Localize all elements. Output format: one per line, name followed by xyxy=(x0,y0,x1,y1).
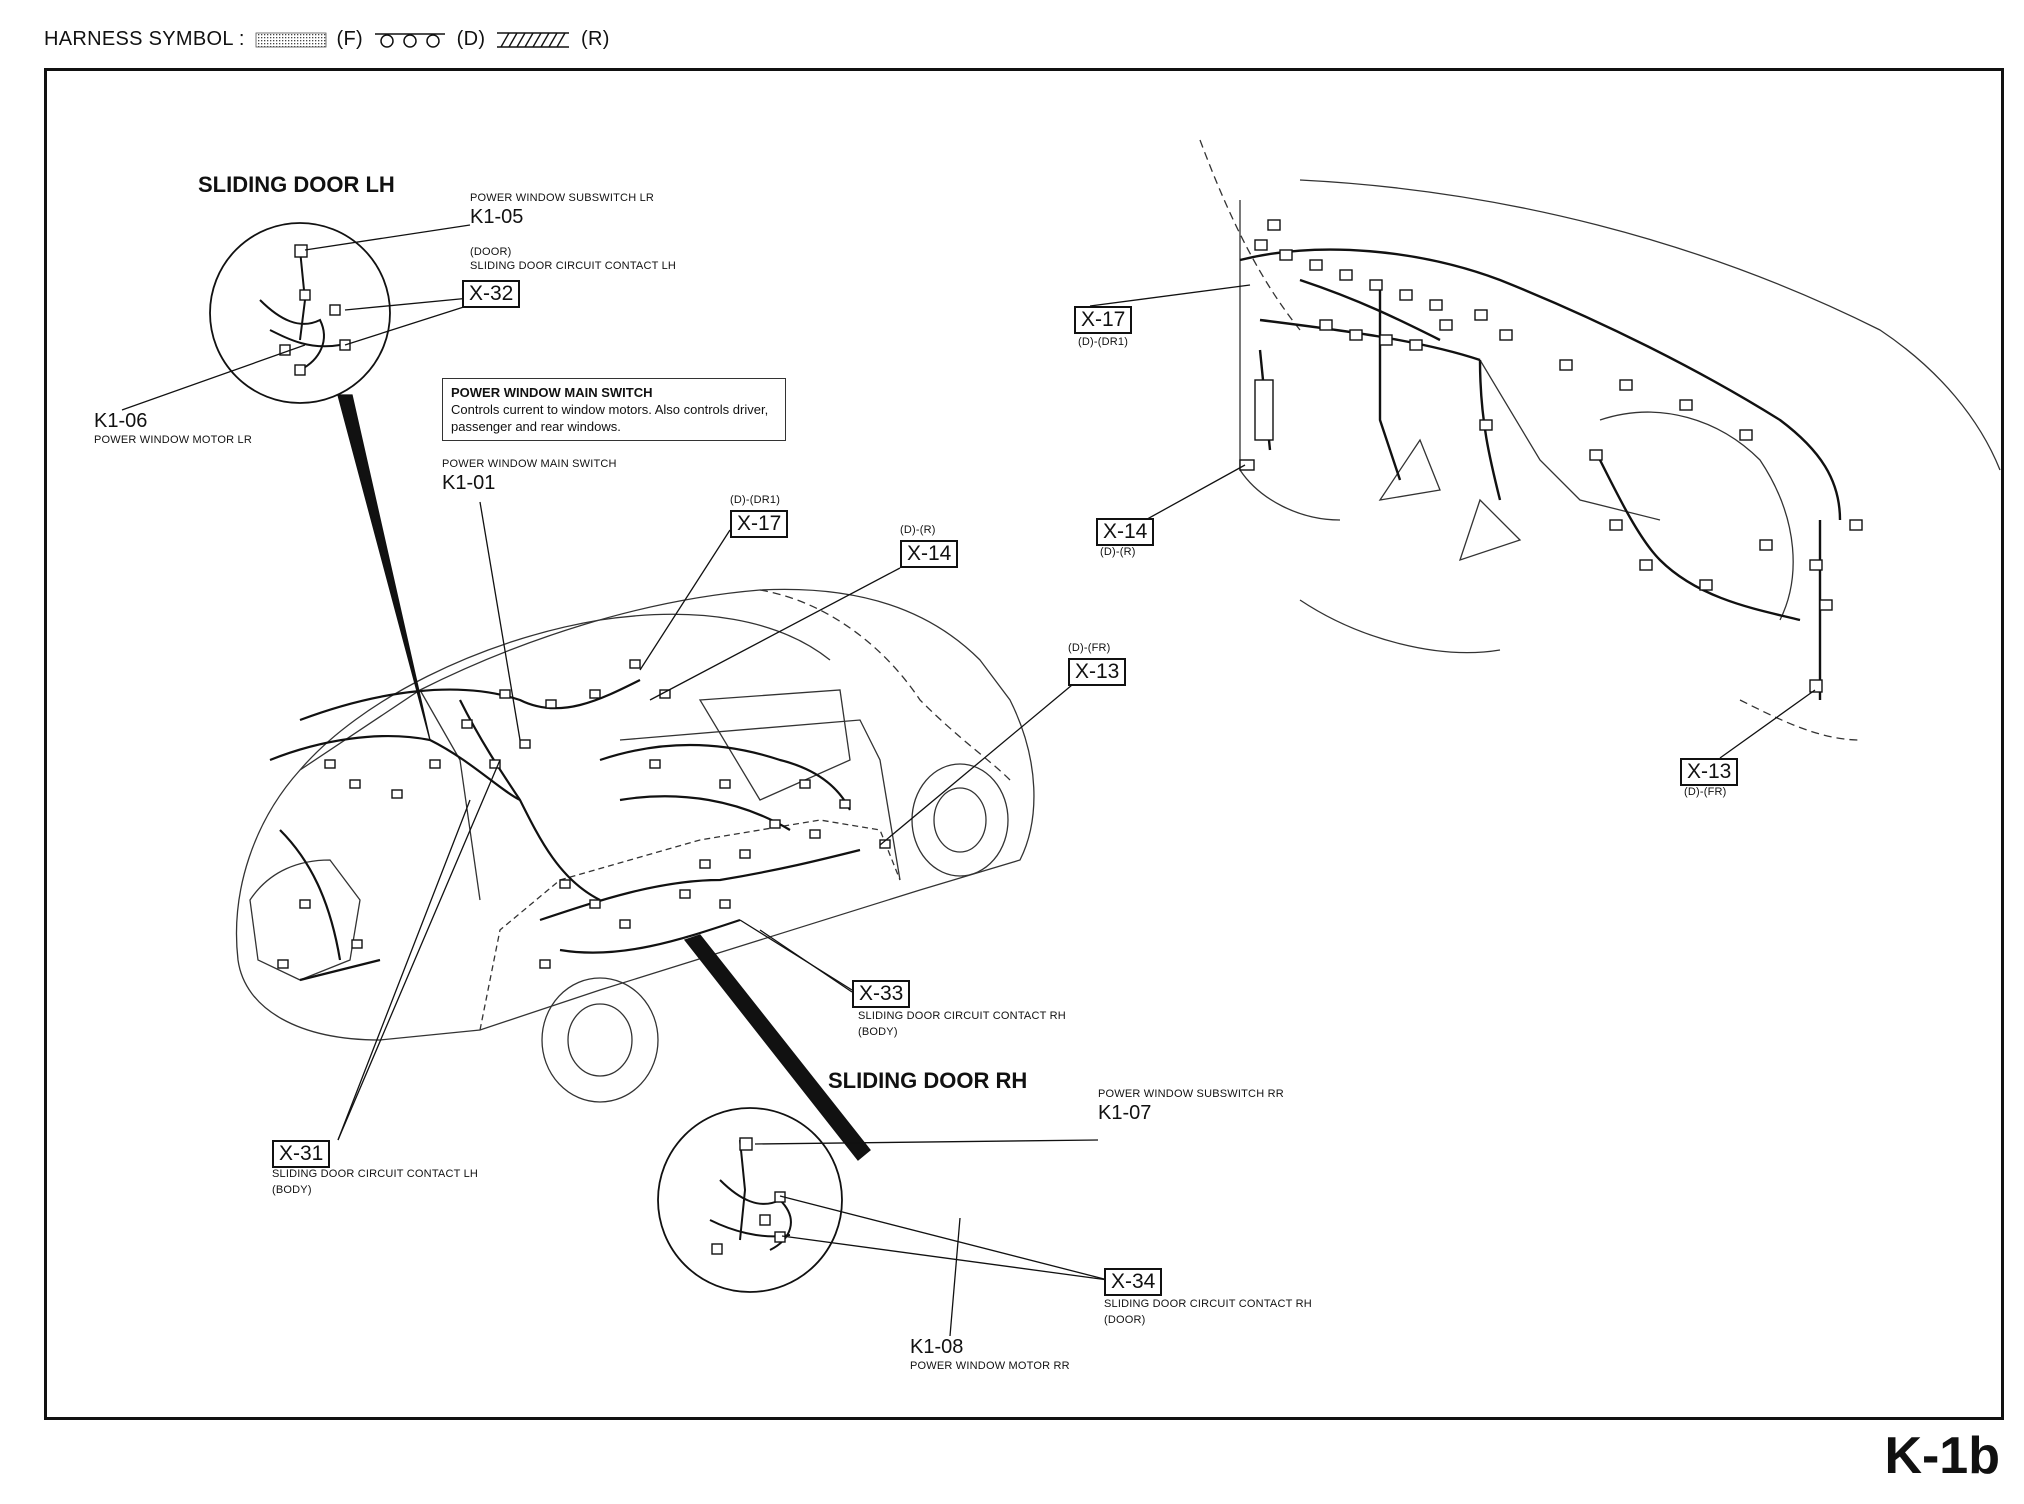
front-harness-symbol-icon xyxy=(255,32,327,48)
main-switch-note-heading: POWER WINDOW MAIN SWITCH xyxy=(451,385,653,400)
dash-x-13-code: X-13 xyxy=(1680,758,1739,786)
legend-d-label: (D) xyxy=(456,28,486,50)
main-switch-note: POWER WINDOW MAIN SWITCH Controls curren… xyxy=(442,378,786,441)
k1-01-code: K1-01 xyxy=(442,472,496,494)
sliding-door-rh-title: SLIDING DOOR RH xyxy=(828,1068,1028,1093)
dash-x-13-subtype: (D)-(FR) xyxy=(1684,786,1727,798)
k1-07-code: K1-07 xyxy=(1098,1102,1152,1124)
vehicle-x-17-subtype: (D)-(DR1) xyxy=(730,494,781,506)
lh-inset-pointer-wedge xyxy=(337,394,431,741)
harness-symbol-legend: HARNESS SYMBOL : (F) (D) (R) xyxy=(44,28,610,51)
vehicle-x-31-code: X-31 xyxy=(272,1140,331,1168)
vehicle-x-33-code: X-33 xyxy=(852,980,911,1008)
x-31-subtype: (BODY) xyxy=(272,1184,312,1196)
legend-f-label: (F) xyxy=(336,28,363,50)
sliding-door-rh-inset xyxy=(657,1107,843,1293)
vehicle-x-13-code: X-13 xyxy=(1068,658,1127,686)
diagram-frame xyxy=(44,68,2004,1420)
x-34-description: SLIDING DOOR CIRCUIT CONTACT RH xyxy=(1104,1298,1312,1310)
sliding-door-lh-connectors xyxy=(279,244,351,376)
k1-06-description: POWER WINDOW MOTOR LR xyxy=(94,434,252,446)
k1-01-description: POWER WINDOW MAIN SWITCH xyxy=(442,458,617,470)
leader-lines xyxy=(121,224,1816,1337)
vehicle-x-13-subtype: (D)-(FR) xyxy=(1068,642,1111,654)
k1-05-code: K1-05 xyxy=(470,206,524,228)
x-34-subtype: (DOOR) xyxy=(1104,1314,1146,1326)
dash-x-17-subtype: (D)-(DR1) xyxy=(1078,336,1129,348)
k1-07-description: POWER WINDOW SUBSWITCH RR xyxy=(1098,1088,1284,1100)
dashboard-harness xyxy=(1239,248,1842,700)
legend-prefix: HARNESS SYMBOL : xyxy=(44,28,245,50)
vehicle-x-17-code: X-17 xyxy=(730,510,789,538)
k1-06-code: K1-06 xyxy=(94,410,148,432)
vehicle-x-14-code: X-14 xyxy=(900,540,959,568)
rh-inset-pointer-wedge xyxy=(683,934,871,1161)
vehicle-harness xyxy=(269,679,861,982)
x-31-description: SLIDING DOOR CIRCUIT CONTACT LH xyxy=(272,1168,479,1180)
main-switch-note-body: Controls current to window motors. Also … xyxy=(451,402,769,434)
sliding-door-lh-inset xyxy=(209,222,391,404)
dash-harness-symbol-icon xyxy=(374,32,445,48)
dashboard-connectors xyxy=(1239,219,1863,693)
x-32-subtype: (DOOR) xyxy=(470,246,512,258)
x-33-subtype: (BODY) xyxy=(858,1026,898,1038)
dash-x-17-code: X-17 xyxy=(1074,306,1133,334)
rear-harness-symbol-icon xyxy=(497,32,570,48)
dash-x-14-code: X-14 xyxy=(1096,518,1155,546)
x-32-code: X-32 xyxy=(462,280,521,308)
x-32-description: SLIDING DOOR CIRCUIT CONTACT LH xyxy=(470,260,677,272)
x-34-code: X-34 xyxy=(1104,1268,1163,1296)
k1-08-code: K1-08 xyxy=(910,1336,964,1358)
vehicle-connectors xyxy=(277,659,891,969)
legend-r-label: (R) xyxy=(581,28,610,50)
sliding-door-lh-title: SLIDING DOOR LH xyxy=(198,172,395,197)
dashboard-outline xyxy=(1199,139,2001,741)
page-id: K-1b xyxy=(1884,1427,2000,1485)
k1-05-description: POWER WINDOW SUBSWITCH LR xyxy=(470,192,655,204)
x-33-description: SLIDING DOOR CIRCUIT CONTACT RH xyxy=(858,1010,1066,1022)
k1-08-description: POWER WINDOW MOTOR RR xyxy=(910,1360,1070,1372)
sliding-door-lh-harness xyxy=(259,249,341,371)
vehicle-x-14-subtype: (D)-(R) xyxy=(900,524,936,536)
sliding-door-rh-connectors xyxy=(711,1137,786,1255)
dash-x-14-subtype: (D)-(R) xyxy=(1100,546,1136,558)
